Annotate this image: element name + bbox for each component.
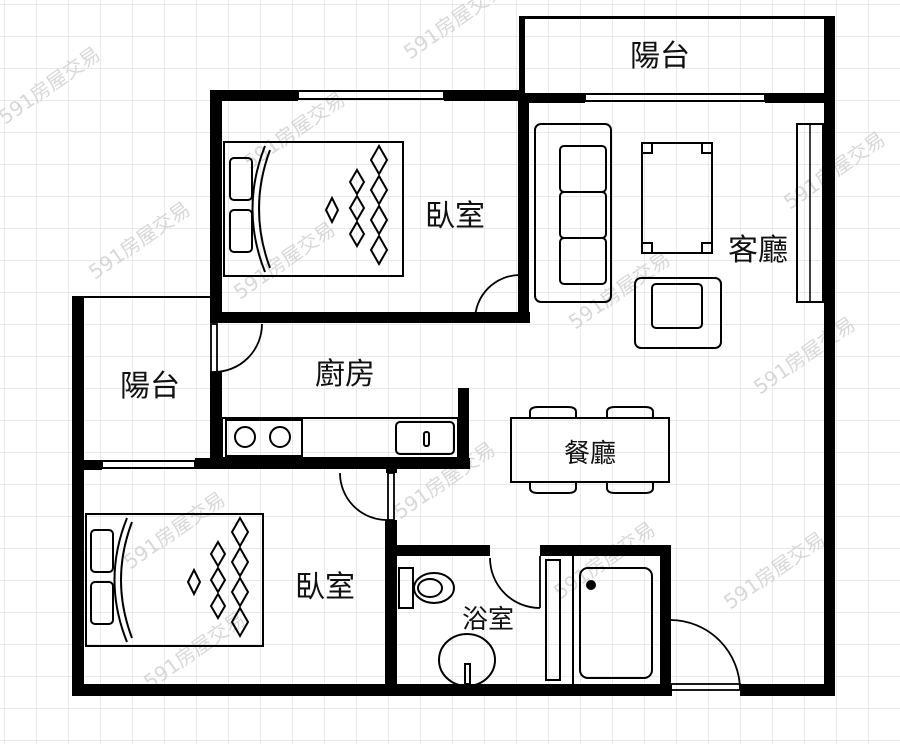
bed-1 bbox=[223, 141, 404, 277]
room-label-bedroom-2: 臥室 bbox=[295, 570, 355, 605]
washbasin bbox=[438, 633, 496, 687]
windows bbox=[101, 90, 824, 469]
room-label-kitchen: 廚房 bbox=[315, 357, 375, 392]
door-bedroom-1 bbox=[474, 274, 521, 321]
window-balcony-left bbox=[101, 460, 196, 469]
coffee-table bbox=[641, 142, 713, 254]
toilet bbox=[398, 567, 455, 609]
doors bbox=[210, 274, 741, 691]
sofa bbox=[534, 123, 612, 303]
armchair bbox=[634, 277, 722, 349]
door-bedroom-2 bbox=[339, 472, 388, 521]
walls bbox=[72, 16, 835, 696]
window-living bbox=[584, 93, 766, 102]
room-label-balcony-top: 陽台 bbox=[630, 39, 690, 74]
door-entrance bbox=[670, 619, 741, 691]
kitchen-counter bbox=[221, 417, 459, 459]
room-label-bathroom: 浴室 bbox=[462, 605, 514, 635]
door-bathroom bbox=[489, 557, 541, 609]
dining-table bbox=[510, 406, 670, 494]
room-label-living-room: 客廳 bbox=[728, 233, 788, 268]
door-kitchen-balcony bbox=[213, 323, 263, 373]
window-bedroom-1 bbox=[297, 90, 445, 100]
shower bbox=[545, 556, 653, 684]
bed-2 bbox=[85, 513, 264, 647]
room-label-bedroom-1: 臥室 bbox=[425, 199, 485, 234]
room-label-dining-room: 餐廳 bbox=[564, 439, 616, 469]
room-label-balcony-left: 陽台 bbox=[120, 369, 180, 404]
